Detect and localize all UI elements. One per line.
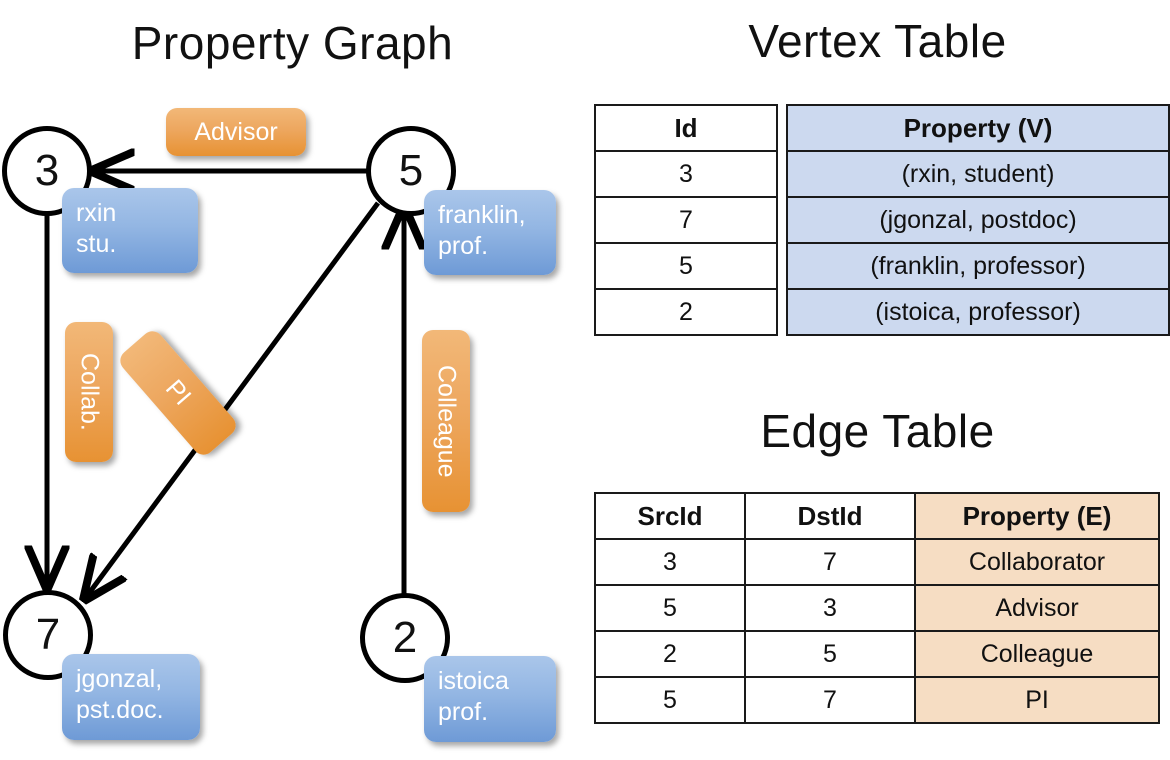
- vertex-table-column-gap: [777, 197, 787, 243]
- vertex-table-column-gap: [777, 243, 787, 289]
- graph-node-2-label: 2: [392, 613, 418, 662]
- edge-table: SrcId DstId Property (E) 3 7 Collaborato…: [594, 492, 1160, 724]
- edge-row-3-dst: 7: [744, 676, 916, 724]
- edge-row-1-dst: 3: [744, 584, 916, 632]
- edge-callout-pi-label: PI: [160, 374, 197, 411]
- vertex-table-column-gap: [777, 151, 787, 197]
- graph-node-2[interactable]: 2: [360, 593, 450, 683]
- graph-node-5-label: 5: [398, 146, 424, 195]
- edge-row-0-property: Collaborator: [914, 538, 1160, 586]
- edge-row-1-property: Advisor: [914, 584, 1160, 632]
- page-title-edge-table: Edge Table: [760, 405, 995, 457]
- edge-row-0-src: 3: [594, 538, 746, 586]
- vertex-table-header-id: Id: [594, 104, 778, 152]
- vertex-table: Id Property (V) 3 (rxin, student) 7 (jgo…: [594, 104, 1170, 336]
- edge-row-1-src: 5: [594, 584, 746, 632]
- edge-table-header-srcid: SrcId: [594, 492, 746, 540]
- page-title-vertex-table: Vertex Table: [748, 15, 1007, 67]
- edge-5-to-7-pi: [84, 201, 381, 600]
- vertex-callout-jgonzal: jgonzal, pst.doc.: [62, 654, 200, 740]
- table-row[interactable]: 7 (jgonzal, postdoc): [594, 196, 1170, 244]
- vertex-table-header-row: Id Property (V): [594, 104, 1170, 152]
- table-row[interactable]: 3 7 Collaborator: [594, 538, 1160, 586]
- edge-table-header-property: Property (E): [914, 492, 1160, 540]
- table-row[interactable]: 5 7 PI: [594, 676, 1160, 724]
- edge-callout-collab: Collab.: [65, 322, 113, 462]
- graph-node-3-label: 3: [34, 146, 60, 195]
- table-row[interactable]: 2 5 Colleague: [594, 630, 1160, 678]
- table-row[interactable]: 2 (istoica, professor): [594, 288, 1170, 336]
- edge-row-3-property: PI: [914, 676, 1160, 724]
- vertex-row-3-id: 2: [594, 288, 778, 336]
- vertex-row-0-id: 3: [594, 150, 778, 198]
- table-row[interactable]: 3 (rxin, student): [594, 150, 1170, 198]
- vertex-callout-rxin: rxin stu.: [62, 188, 198, 273]
- edge-row-3-src: 5: [594, 676, 746, 724]
- edge-row-2-property: Colleague: [914, 630, 1160, 678]
- edge-row-2-src: 2: [594, 630, 746, 678]
- edge-row-0-dst: 7: [744, 538, 916, 586]
- graph-edges-canvas: [0, 0, 585, 760]
- vertex-row-1-id: 7: [594, 196, 778, 244]
- page-title-property-graph: Property Graph: [131, 17, 454, 69]
- edge-callout-advisor-label: Advisor: [194, 117, 278, 146]
- vertex-callout-istoica: istoica prof.: [424, 656, 556, 742]
- vertex-row-0-property: (rxin, student): [786, 150, 1170, 198]
- vertex-table-header-property: Property (V): [786, 104, 1170, 152]
- table-row[interactable]: 5 (franklin, professor): [594, 242, 1170, 290]
- table-row[interactable]: 5 3 Advisor: [594, 584, 1160, 632]
- vertex-table-column-gap: [777, 289, 787, 335]
- vertex-row-3-property: (istoica, professor): [786, 288, 1170, 336]
- graph-node-7-label: 7: [35, 610, 61, 659]
- edge-callout-advisor: Advisor: [166, 108, 306, 156]
- property-graph-panel: Property Graph 3 5 7 2 rxin stu. frankli…: [0, 0, 585, 760]
- vertex-table-column-gap: [777, 105, 787, 151]
- edge-row-2-dst: 5: [744, 630, 916, 678]
- edge-table-header-row: SrcId DstId Property (E): [594, 492, 1160, 540]
- edge-table-header-dstid: DstId: [744, 492, 916, 540]
- edge-callout-colleague: Colleague: [422, 330, 470, 512]
- vertex-row-2-id: 5: [594, 242, 778, 290]
- vertex-row-2-property: (franklin, professor): [786, 242, 1170, 290]
- edge-callout-colleague-label: Colleague: [432, 364, 461, 478]
- vertex-row-1-property: (jgonzal, postdoc): [786, 196, 1170, 244]
- edge-callout-collab-label: Collab.: [75, 353, 104, 431]
- vertex-callout-franklin: franklin, prof.: [424, 190, 556, 275]
